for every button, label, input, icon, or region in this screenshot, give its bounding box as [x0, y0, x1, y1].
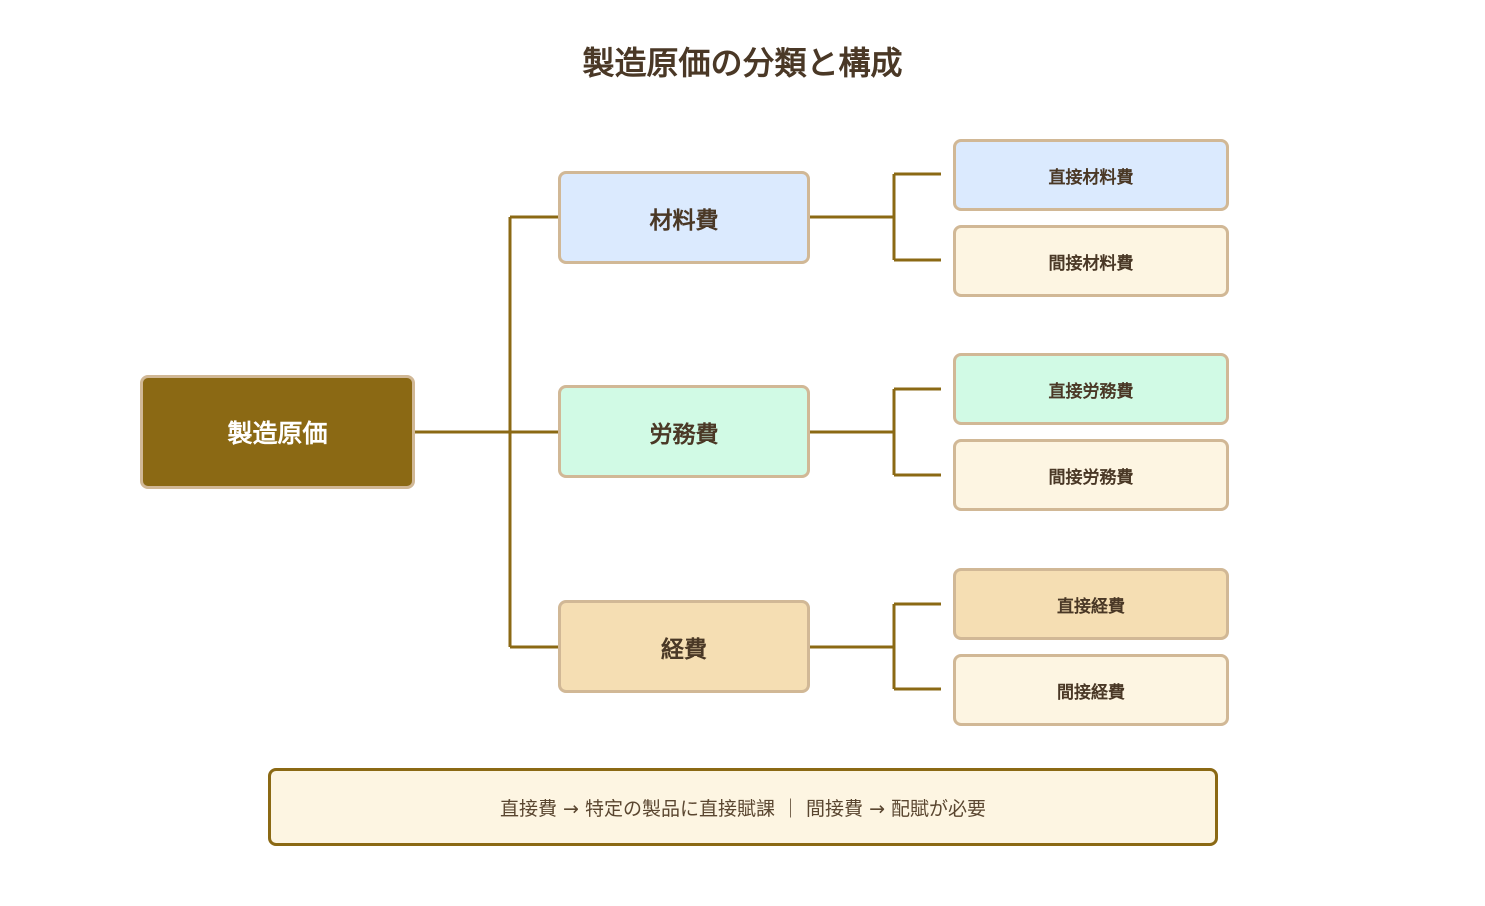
sub-node-direct-labor: 直接労務費 [953, 353, 1229, 425]
note-box: 直接費 → 特定の製品に直接賦課 ｜ 間接費 → 配賦が必要 [268, 768, 1218, 846]
sub-node-direct-expenses: 直接経費 [953, 568, 1229, 640]
category-node-label: 労務費 [649, 421, 719, 448]
sub-node-label: 直接労務費 [1048, 381, 1134, 402]
category-node-label: 経費 [661, 636, 707, 663]
category-node-label: 材料費 [649, 207, 719, 234]
category-node-materials: 材料費 [558, 171, 810, 264]
root-node-manufacturing-cost: 製造原価 [140, 375, 415, 489]
sub-node-label: 間接材料費 [1048, 253, 1134, 274]
category-node-labor: 労務費 [558, 385, 810, 478]
note-text: 直接費 → 特定の製品に直接賦課 ｜ 間接費 → 配賦が必要 [499, 797, 987, 820]
sub-node-indirect-expenses: 間接経費 [953, 654, 1229, 726]
sub-node-label: 直接経費 [1057, 596, 1125, 617]
connector-labor-bracket [810, 387, 941, 477]
sub-node-indirect-materials: 間接材料費 [953, 225, 1229, 297]
sub-node-label: 直接材料費 [1048, 167, 1134, 188]
category-node-expenses: 経費 [558, 600, 810, 693]
sub-node-label: 間接労務費 [1048, 467, 1134, 488]
connector-expenses-bracket [810, 602, 941, 691]
sub-node-indirect-labor: 間接労務費 [953, 439, 1229, 511]
diagram-title: 製造原価の分類と構成 [582, 44, 903, 82]
root-node-label: 製造原価 [227, 419, 328, 448]
sub-node-label: 間接経費 [1057, 682, 1125, 703]
sub-node-direct-materials: 直接材料費 [953, 139, 1229, 211]
connector-materials-bracket [810, 172, 941, 262]
